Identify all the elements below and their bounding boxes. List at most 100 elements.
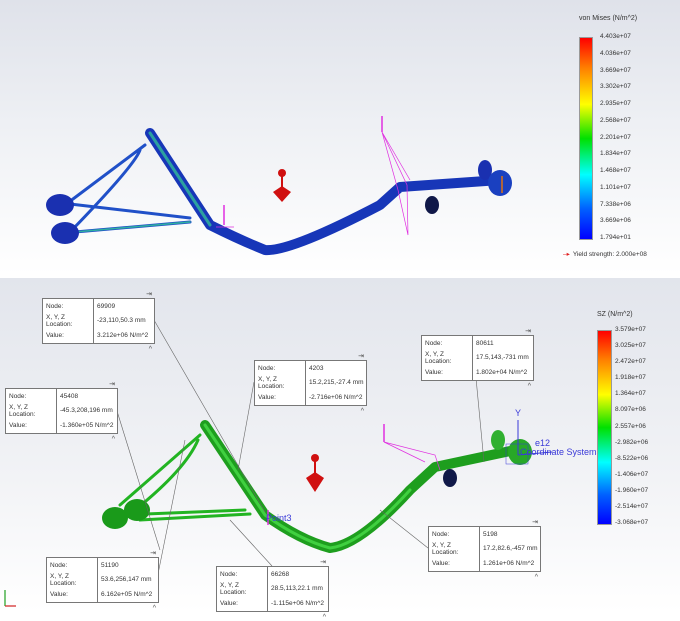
legend-tick-label: 2.472e+07 [615, 358, 646, 366]
probe-value: -1.115e+06 N/m^2 [271, 599, 324, 607]
legend-tick-label: 3.669e+06 [600, 217, 631, 225]
sz-stress-viewport[interactable]: Point3 Y e12 Coordinate System5 SZ (N/m^… [0, 278, 680, 621]
gravity-icon [306, 454, 324, 492]
collapse-caret-icon[interactable]: ^ [527, 382, 531, 390]
probe-row-location: X, Y, Z Location:17.5,143,-731 mm [422, 350, 533, 366]
pin-icon[interactable]: ⇥ [532, 519, 538, 526]
probe-value: -2.716e+06 N/m^2 [309, 393, 363, 401]
probe-value: 15.2,215,-27.4 mm [309, 379, 364, 387]
coordinate-system-label: Coordinate System5 [520, 447, 602, 457]
collapse-caret-icon[interactable]: ^ [360, 407, 364, 415]
legend-tick-label: 4.036e+07 [600, 49, 631, 57]
probe-key: X, Y, Z Location: [43, 313, 94, 329]
frame-tubes [63, 128, 505, 256]
probe-key: Node: [255, 361, 306, 376]
probe-row-location: X, Y, Z Location:-45.3,208,196 mm [6, 403, 117, 419]
pin-icon[interactable]: ⇥ [109, 381, 115, 388]
probe-value: 51190 [101, 561, 119, 569]
legend-title: SZ (N/m^2) [597, 311, 633, 318]
legend-tick-label: -1.406e+07 [615, 470, 649, 478]
probe-key: Value: [429, 556, 480, 571]
legend-tick-label: 3.579e+07 [615, 326, 646, 333]
probe-value: 1.802e+04 N/m^2 [476, 368, 528, 376]
von-mises-model [46, 116, 512, 256]
probe-key: X, Y, Z Location: [429, 541, 480, 557]
probe-row-location: X, Y, Z Location:17.2,82.6,-457 mm [429, 541, 540, 557]
legend-tick-label: -2.982e+06 [615, 438, 649, 446]
probe-key: X, Y, Z Location: [217, 581, 268, 597]
probe-row-location: X, Y, Z Location:53.6,256,147 mm [47, 572, 158, 588]
probe-value: -23,110,50.3 mm [97, 317, 146, 325]
pin-icon[interactable]: ⇥ [358, 353, 364, 360]
probe-row-node: Node:69909 [43, 299, 154, 314]
probe-key: Node: [429, 527, 480, 542]
legend-tick-label: -8.522e+06 [615, 454, 649, 462]
pin-icon[interactable]: ⇥ [525, 328, 531, 335]
legend-tick-label: 2.568e+07 [600, 116, 631, 124]
legend-color-bar [579, 37, 593, 240]
probe-key: Value: [217, 596, 268, 611]
mount-cylinder [478, 160, 492, 180]
mount-cylinder [51, 222, 79, 244]
legend-tick-label: 3.669e+07 [600, 66, 631, 74]
probe-row-value: Value:1.261e+06 N/m^2 [429, 556, 540, 571]
probe-row-node: Node:80611 [422, 336, 533, 351]
probe-row-value: Value:3.212e+06 N/m^2 [43, 328, 154, 343]
mount-cylinder [488, 170, 512, 196]
legend-tick-label: 4.403e+07 [600, 33, 631, 40]
probe-value: 66268 [271, 570, 290, 578]
probe-leader-lines [116, 319, 485, 580]
probe-value: 1.261e+06 N/m^2 [483, 559, 535, 567]
probe-row-node: Node:45408 [6, 389, 117, 404]
probe-value: 3.212e+06 N/m^2 [97, 331, 149, 339]
probe-row-value: Value:-1.115e+06 N/m^2 [217, 596, 328, 611]
probe-row-location: X, Y, Z Location:-23,110,50.3 mm [43, 313, 154, 329]
probe-row-value: Value:1.802e+04 N/m^2 [422, 365, 533, 380]
legend-tick-label: 2.201e+07 [600, 133, 631, 141]
collapse-caret-icon[interactable]: ^ [148, 345, 152, 353]
collapse-caret-icon[interactable]: ^ [534, 573, 538, 581]
probe-row-node: Node:66268 [217, 567, 328, 582]
legend-tick-label: 1.794e+01 [600, 234, 631, 241]
triad-icon [4, 590, 16, 607]
legend-tick-label: 1.834e+07 [600, 150, 631, 158]
probe-result-box[interactable]: ⇥ Node:5198 X, Y, Z Location:17.2,82.6,-45… [428, 519, 541, 581]
bearing-icon [425, 196, 439, 214]
probe-row-value: Value:-2.716e+06 N/m^2 [255, 390, 366, 405]
probe-value: 45408 [60, 392, 79, 400]
probe-value: 5198 [483, 530, 498, 538]
probe-key: Node: [6, 389, 57, 404]
legend-tick-label: 2.935e+07 [600, 100, 631, 107]
collapse-caret-icon[interactable]: ^ [111, 435, 115, 443]
legend-tick-label: 3.025e+07 [615, 342, 646, 350]
legend-title: von Mises (N/m^2) [579, 15, 638, 22]
collapse-caret-icon[interactable]: ^ [322, 613, 326, 621]
probe-key: Value: [47, 587, 98, 602]
probe-key: Value: [422, 365, 473, 380]
pin-icon[interactable]: ⇥ [150, 550, 156, 557]
probe-value: 80611 [476, 339, 494, 347]
probe-key: Node: [422, 336, 473, 351]
von-mises-viewport[interactable]: von Mises (N/m^2) 4.403e+07 4.036e+07 3.66… [0, 0, 680, 274]
yield-strength-marker: –▸Yield strength: 2.000e+08 [563, 250, 647, 258]
yield-arrow-icon: –▸ [563, 251, 570, 258]
probe-value: 17.5,143,-731 mm [476, 354, 529, 362]
probe-row-value: Value:6.162e+05 N/m^2 [47, 587, 158, 602]
pin-icon[interactable]: ⇥ [146, 291, 152, 298]
collapse-caret-icon[interactable]: ^ [152, 604, 156, 612]
probe-value: 4203 [309, 364, 324, 372]
pin-icon[interactable]: ⇥ [320, 559, 326, 566]
probe-key: X, Y, Z Location: [6, 403, 57, 419]
probe-key: Node: [47, 558, 98, 573]
mount-cylinder [124, 499, 150, 521]
mount-cylinder [102, 507, 128, 529]
probe-key: X, Y, Z Location: [422, 350, 473, 366]
probe-result-box[interactable]: ⇥ Node:51190 X, Y, Z Location:53.6,256,147… [46, 550, 159, 612]
frame-tubes [118, 420, 520, 553]
legend-tick-label: 8.097e+06 [615, 406, 646, 414]
